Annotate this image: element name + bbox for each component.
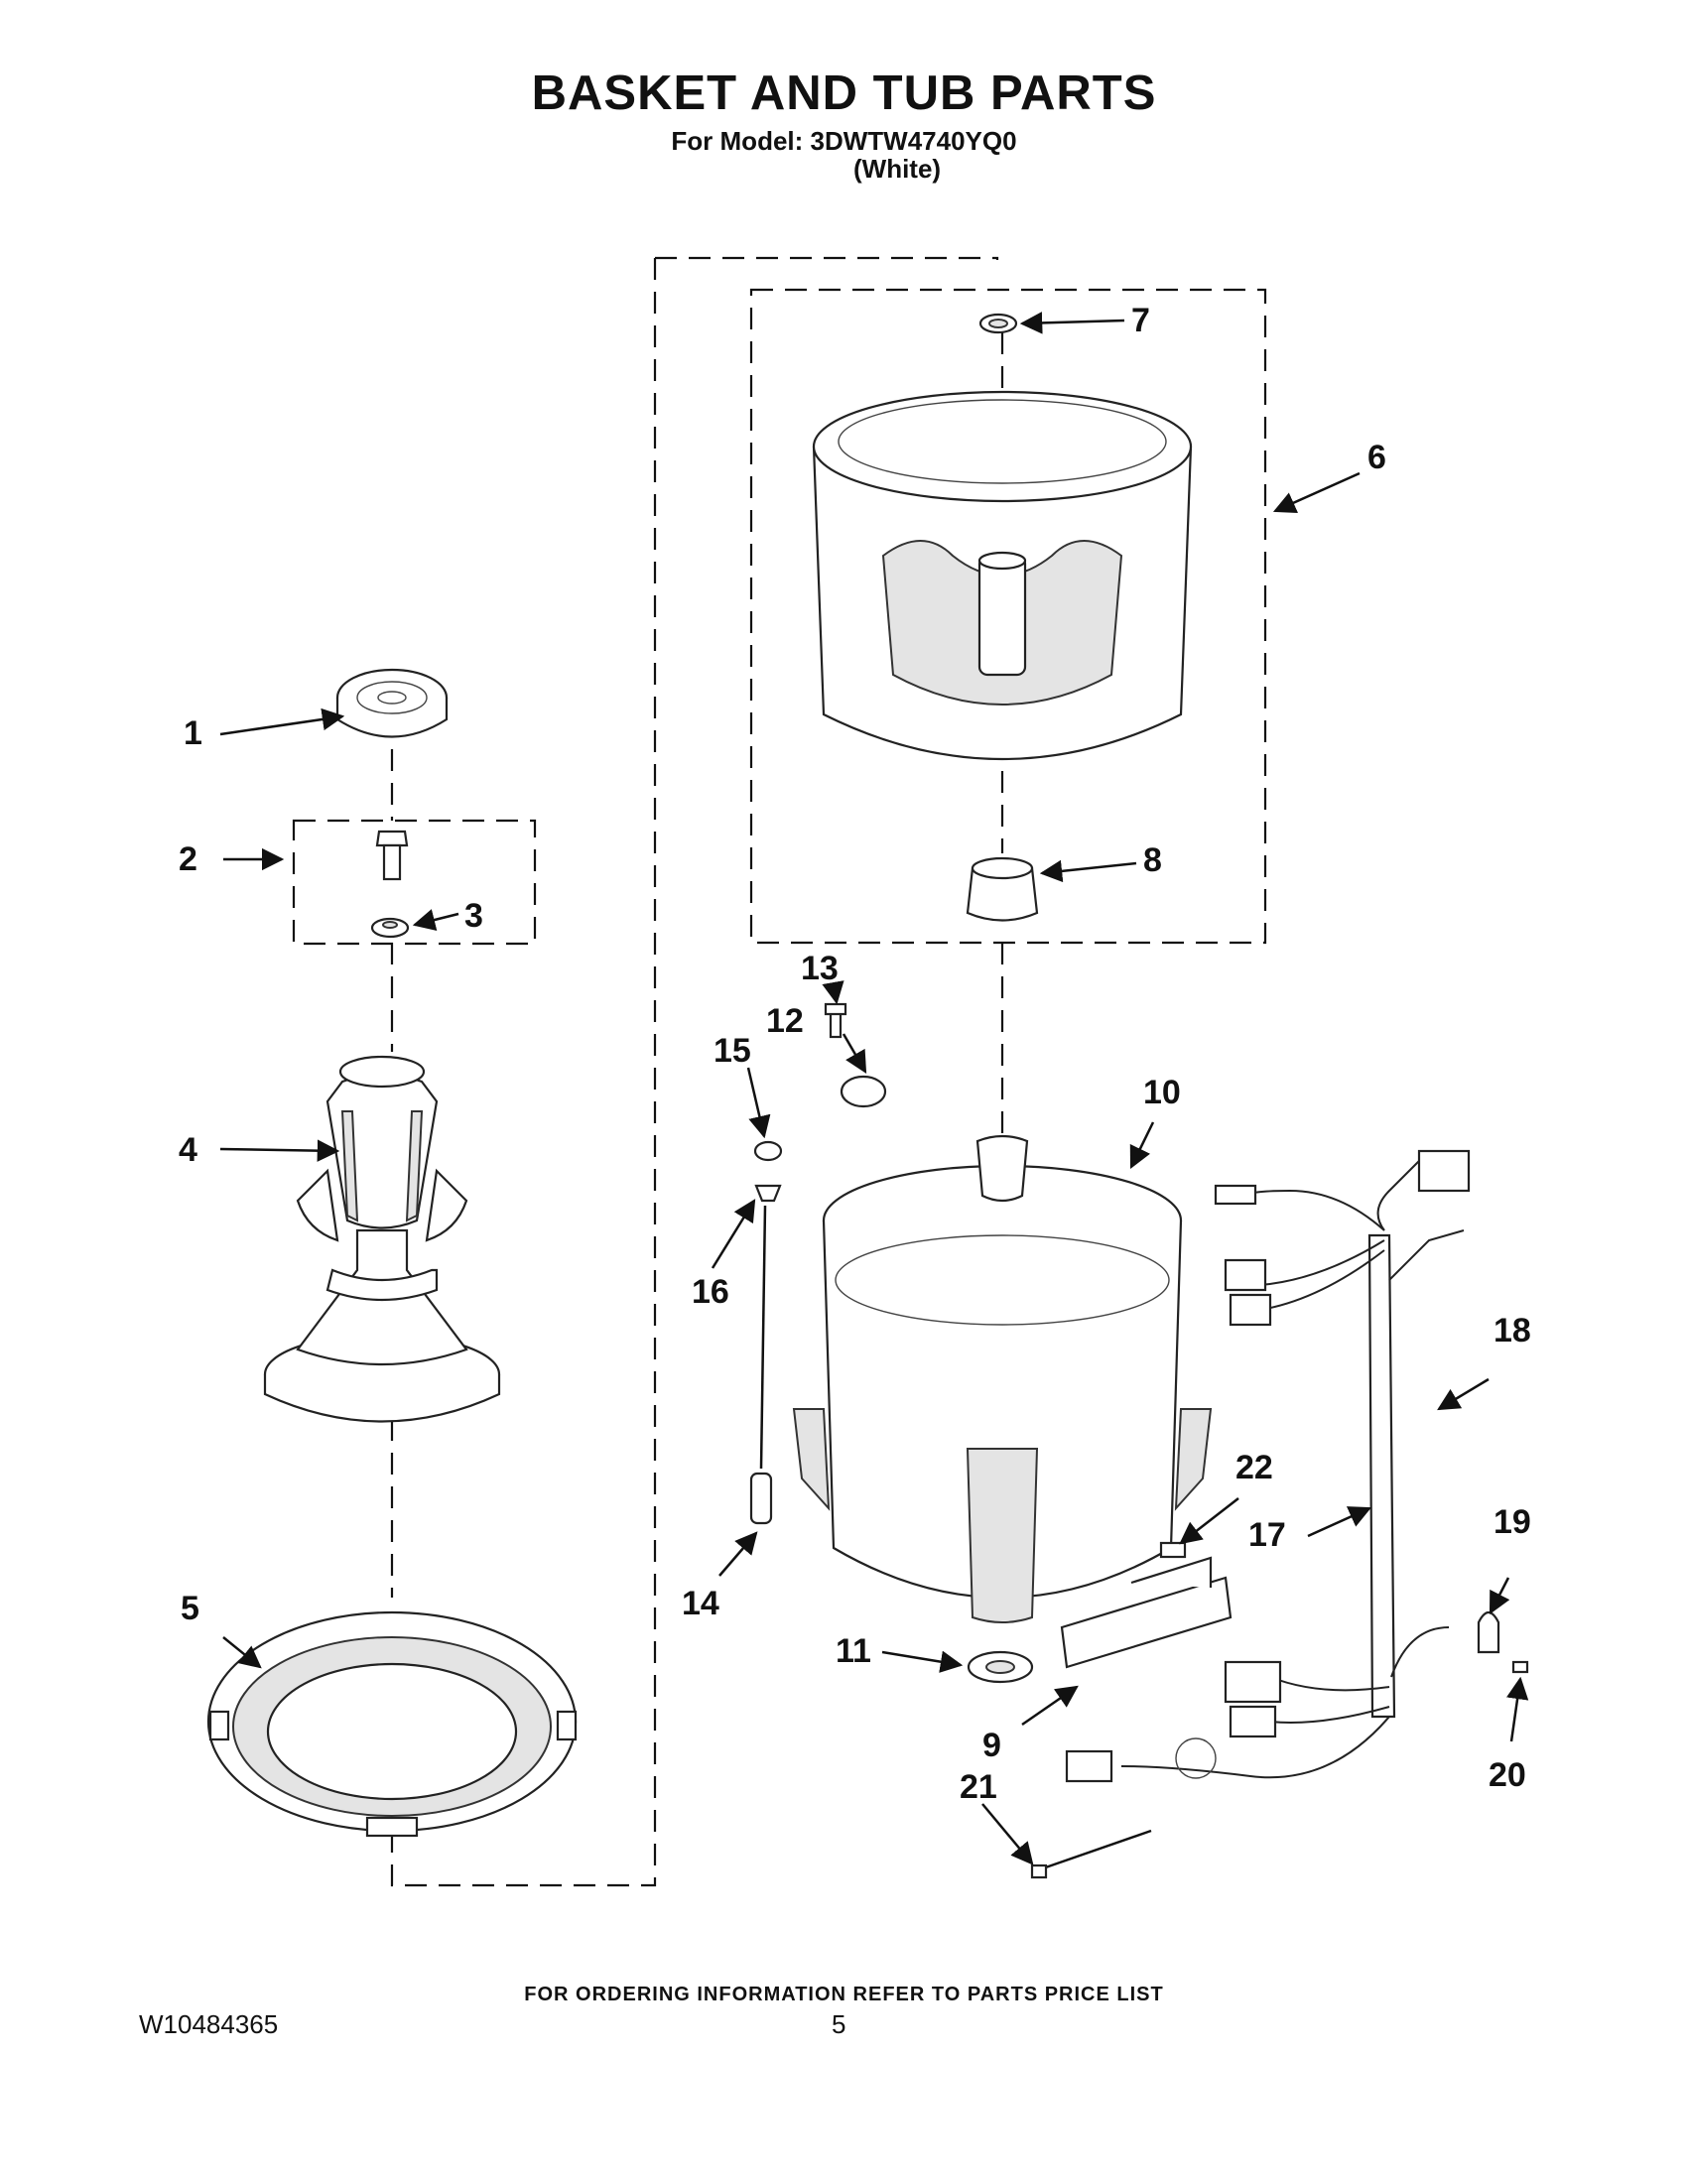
callout-8: 8 <box>1143 841 1162 879</box>
callout-11: 11 <box>836 1632 871 1670</box>
page-title: BASKET AND TUB PARTS <box>531 66 1157 120</box>
callout-13: 13 <box>801 950 839 987</box>
plate-and-screw <box>824 1002 887 1108</box>
assembly-boundary <box>390 256 999 1887</box>
harness-clip <box>1477 1610 1529 1674</box>
page-number: 5 <box>832 2009 846 2039</box>
callout-20: 20 <box>1489 1756 1526 1794</box>
callout-3: 3 <box>464 897 483 935</box>
wash-basket <box>812 390 1193 761</box>
model-line: For Model: 3DWTW4740YQ0 <box>671 126 1017 156</box>
callout-22: 22 <box>1235 1449 1273 1486</box>
callout-15: 15 <box>714 1032 751 1070</box>
pressure-tube-assembly <box>749 1140 783 1525</box>
hardware-group-box <box>292 819 537 946</box>
ordering-note: FOR ORDERING INFORMATION REFER TO PARTS … <box>524 1984 1164 2005</box>
washer <box>370 917 410 939</box>
callout-2: 2 <box>179 840 197 878</box>
basket-seal <box>978 313 1018 334</box>
callout-10: 10 <box>1143 1074 1181 1111</box>
basket-drive-hub <box>966 856 1039 922</box>
callout-17: 17 <box>1248 1516 1286 1554</box>
cable-tie <box>1030 1829 1152 1879</box>
callout-16: 16 <box>692 1273 729 1311</box>
callout-12: 12 <box>766 1002 804 1040</box>
callout-5: 5 <box>181 1590 199 1627</box>
callout-19: 19 <box>1493 1503 1531 1541</box>
callout-4: 4 <box>179 1131 197 1169</box>
callout-21: 21 <box>960 1768 997 1806</box>
color-line: (White) <box>853 154 942 184</box>
agitator-bolt <box>375 830 409 881</box>
agitator <box>263 1055 501 1423</box>
document-number: W10484365 <box>139 2009 279 2039</box>
callout-14: 14 <box>682 1585 719 1622</box>
balance-ring <box>206 1610 578 1838</box>
tub-bearing <box>967 1650 1034 1684</box>
mounting-screw <box>1159 1541 1187 1559</box>
callout-18: 18 <box>1493 1312 1531 1349</box>
callout-9: 9 <box>982 1727 1001 1764</box>
control-board <box>1060 1556 1233 1669</box>
callout-6: 6 <box>1367 439 1386 476</box>
callout-7: 7 <box>1131 302 1150 339</box>
basket-group-box <box>749 288 1267 945</box>
wire-harness <box>1065 1149 1471 1783</box>
callout-1: 1 <box>184 714 202 752</box>
leader-lines <box>219 312 1529 1865</box>
outer-tub <box>792 1134 1213 1623</box>
agitator-cap <box>335 668 449 738</box>
